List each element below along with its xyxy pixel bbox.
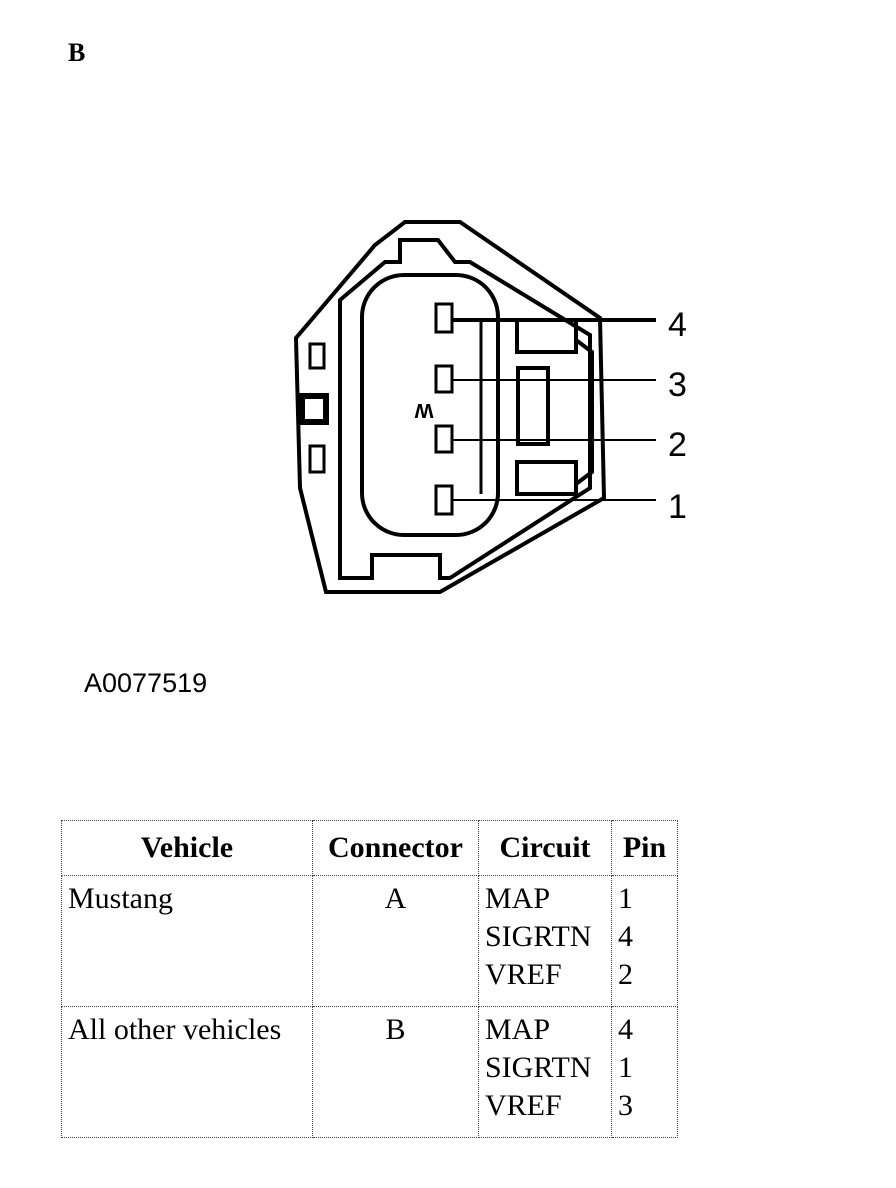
pin-2	[434, 424, 454, 454]
vehicle-cell: Mustang	[61, 875, 313, 1007]
pin-1	[434, 484, 454, 516]
header-vehicle: Vehicle	[61, 820, 313, 876]
connector-housing-outer	[293, 220, 607, 594]
latch-lower	[515, 460, 578, 496]
latch-upper	[515, 318, 578, 354]
table-header-row: Vehicle Connector Circuit Pin	[61, 820, 678, 876]
figure-code: A0077519	[84, 668, 208, 698]
circuit-cell: MAP SIGRTN VREF	[478, 875, 612, 1007]
side-slot-middle	[299, 393, 329, 425]
side-slot-top	[308, 342, 326, 370]
pin-label-3: 3	[668, 366, 687, 404]
pin-value: 4	[618, 1013, 633, 1046]
pin-label-4: 4	[668, 306, 687, 344]
connector-cell: A	[312, 875, 479, 1007]
pin-cell: 1 4 2	[611, 875, 678, 1007]
circuit-value: MAP	[485, 1013, 551, 1046]
pin-label-1: 1	[668, 488, 687, 526]
latch-center	[516, 366, 550, 446]
connector-diagram: W 4 3 2 1	[293, 220, 687, 594]
circuit-value: VREF	[485, 1089, 562, 1122]
header-circuit: Circuit	[478, 820, 612, 876]
pin-value: 2	[618, 958, 633, 991]
pin-cell: 4 1 3	[611, 1006, 678, 1138]
pin-3	[434, 364, 454, 394]
pin-cavity	[360, 273, 500, 537]
pin-value: 1	[618, 882, 633, 915]
table-row: All other vehicles B MAP SIGRTN VREF 4 1…	[61, 1006, 678, 1138]
pin-label-2: 2	[668, 426, 687, 464]
circuit-value: VREF	[485, 958, 562, 991]
table-row: Mustang A MAP SIGRTN VREF 1 4 2	[61, 875, 678, 1007]
circuit-value: SIGRTN	[485, 920, 592, 953]
pin-table: Vehicle Connector Circuit Pin Mustang A …	[61, 820, 678, 1138]
connector-cell: B	[312, 1006, 479, 1138]
side-slot-bottom	[308, 444, 326, 474]
connector-label: B	[68, 38, 86, 67]
pin-4	[434, 302, 454, 334]
latch-body	[574, 338, 594, 486]
connector-housing-inner	[338, 238, 592, 580]
header-pin: Pin	[611, 820, 678, 876]
vehicle-cell: All other vehicles	[61, 1006, 313, 1138]
header-connector: Connector	[312, 820, 479, 876]
pin-value: 4	[618, 920, 633, 953]
circuit-value: MAP	[485, 882, 551, 915]
pin-value: 3	[618, 1089, 633, 1122]
center-mark: W	[414, 399, 433, 421]
circuit-cell: MAP SIGRTN VREF	[478, 1006, 612, 1138]
pin-value: 1	[618, 1051, 633, 1084]
circuit-value: SIGRTN	[485, 1051, 592, 1084]
